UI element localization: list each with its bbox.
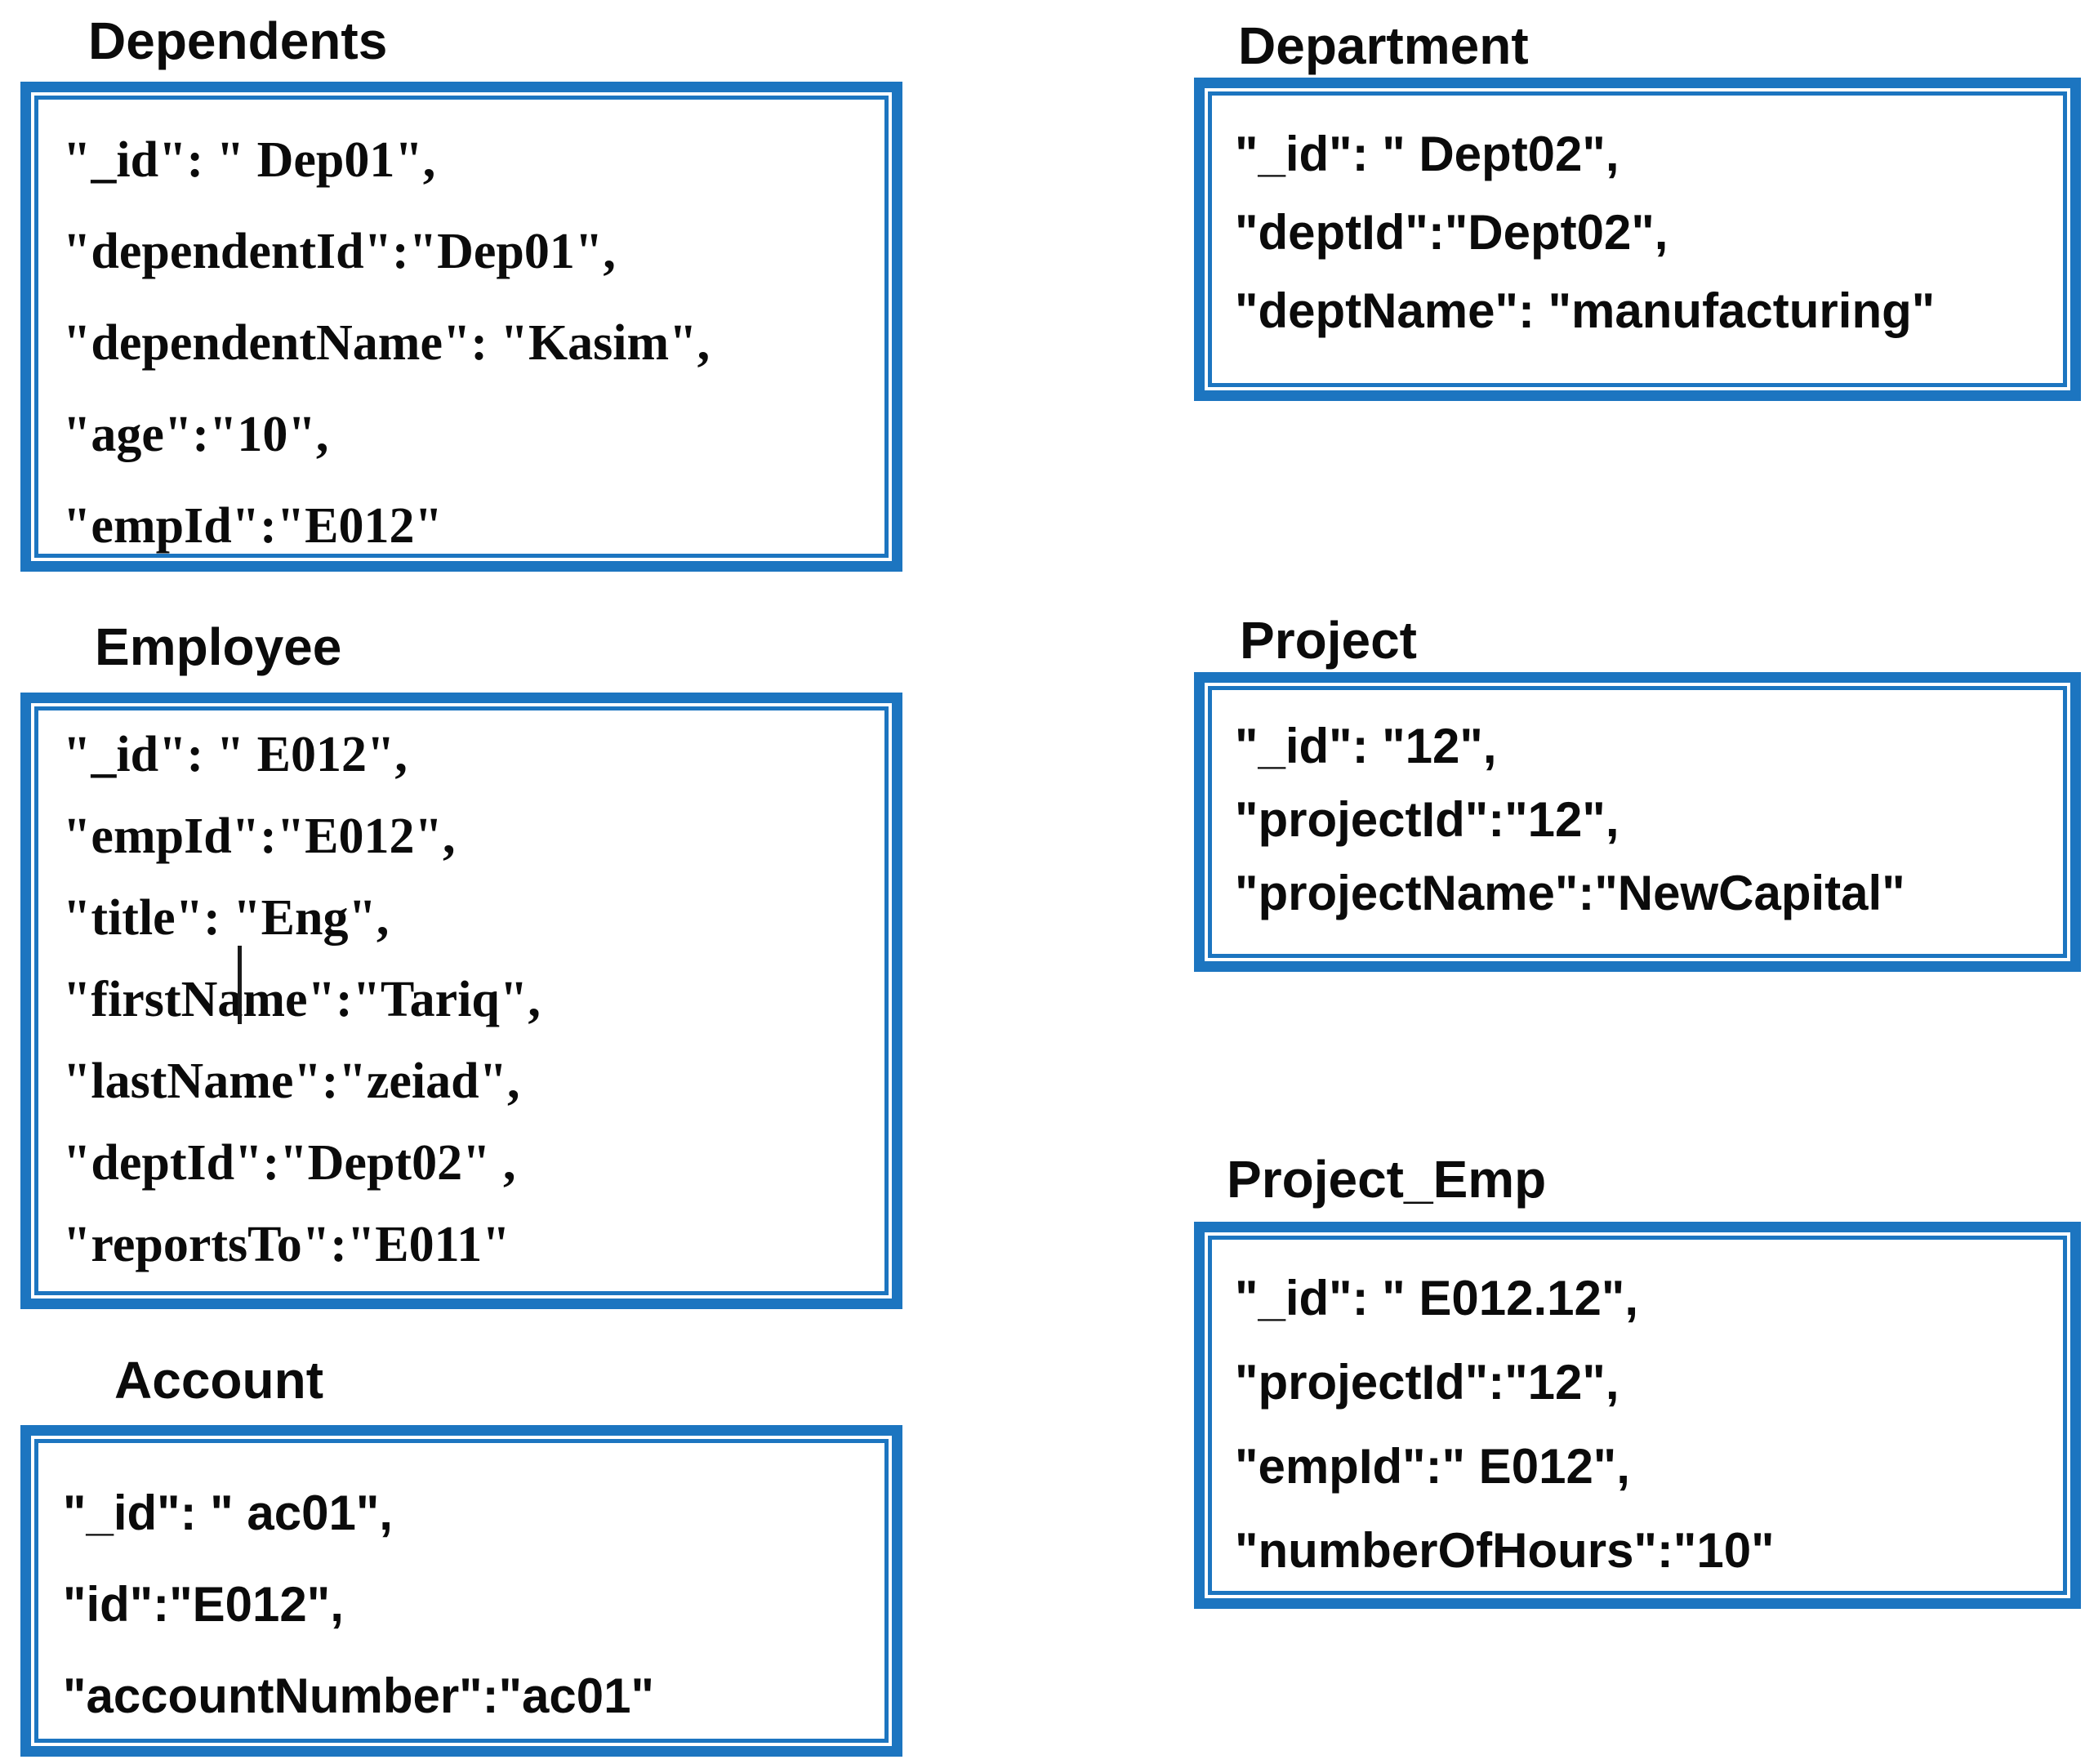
text-cursor-icon <box>238 946 242 1024</box>
collection-title-account: Account <box>114 1351 323 1410</box>
field-line: "_id": " E012", <box>63 727 408 782</box>
collection-title-employee: Employee <box>95 617 342 676</box>
document-box-project: "_id": "12", "projectId":"12", "projectN… <box>1194 672 2081 972</box>
field-line: "deptId":"Dept02" , <box>63 1135 516 1191</box>
document-box-dependents: "_id": " Dep01", "dependentId":"Dep01", … <box>20 82 902 572</box>
document-box-account: "_id": " ac01", "id":"E012", "accountNum… <box>20 1425 902 1757</box>
document-box-project-emp-inner: "_id": " E012.12", "projectId":"12", "em… <box>1208 1236 2067 1595</box>
document-box-project-emp: "_id": " E012.12", "projectId":"12", "em… <box>1194 1222 2081 1609</box>
field-line: "age":"10", <box>63 407 329 462</box>
field-line: "dependentName": "Kasim", <box>63 315 711 371</box>
field-line: "firstName":"Tariq", <box>63 972 541 1027</box>
document-box-account-inner: "_id": " ac01", "id":"E012", "accountNum… <box>34 1439 889 1743</box>
collection-title-project: Project <box>1240 611 1417 670</box>
field-line: "numberOfHours":"10" <box>1235 1523 1775 1578</box>
field-line: "deptId":"Dept02", <box>1235 205 1668 260</box>
field-line: "empId":"E012" <box>63 498 443 554</box>
field-line: "projectId":"12", <box>1235 792 1619 847</box>
collection-title-department: Department <box>1238 16 1529 75</box>
field-line: "_id": " ac01", <box>63 1486 393 1540</box>
field-line: "reportsTo":"E011" <box>63 1217 510 1272</box>
field-line: "projectId":"12", <box>1235 1355 1619 1410</box>
document-box-employee-inner: "_id": " E012", "empId":"E012", "title":… <box>34 706 889 1295</box>
field-line: "projectName":"NewCapital" <box>1235 866 1905 920</box>
collection-title-dependents: Dependents <box>88 11 388 70</box>
field-line: "_id": " Dept02", <box>1235 127 1619 181</box>
document-box-department-inner: "_id": " Dept02", "deptId":"Dept02", "de… <box>1208 91 2067 387</box>
document-box-employee: "_id": " E012", "empId":"E012", "title":… <box>20 693 902 1309</box>
field-line: "lastName":"zeiad", <box>63 1054 520 1109</box>
document-box-dependents-inner: "_id": " Dep01", "dependentId":"Dep01", … <box>34 96 889 558</box>
field-line: "empId":"E012", <box>63 808 456 864</box>
field-line: "accountNumber":"ac01" <box>63 1668 654 1723</box>
field-line: "title": "Eng", <box>63 890 390 946</box>
document-box-department: "_id": " Dept02", "deptId":"Dept02", "de… <box>1194 78 2081 401</box>
document-box-project-inner: "_id": "12", "projectId":"12", "projectN… <box>1208 686 2067 958</box>
field-line: "_id": " Dep01", <box>63 132 436 188</box>
collection-title-project-emp: Project_Emp <box>1227 1150 1547 1209</box>
field-line: "deptName": "manufacturing" <box>1235 283 1936 338</box>
field-line: "empId":" E012", <box>1235 1439 1630 1494</box>
field-line: "_id": " E012.12", <box>1235 1271 1639 1325</box>
field-line: "id":"E012", <box>63 1577 344 1632</box>
field-line: "_id": "12", <box>1235 719 1497 773</box>
field-line: "dependentId":"Dep01", <box>63 224 616 279</box>
